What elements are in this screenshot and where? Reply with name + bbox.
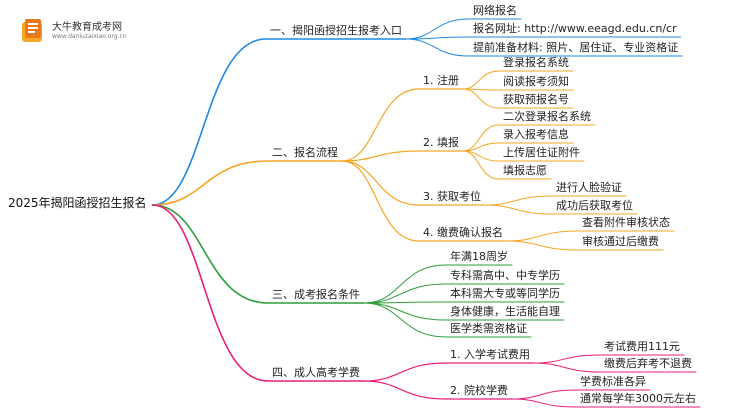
fill-choices: 填报志愿 (503, 164, 547, 177)
connector-line (462, 150, 500, 180)
connector-line (511, 398, 577, 408)
connector-line (462, 70, 500, 90)
tuition-typical: 通常每学年3000元左右 (580, 392, 696, 405)
fee-exam-amount: 考试费用111元 (604, 340, 680, 353)
connector-line (151, 38, 267, 206)
connector-line (363, 302, 447, 338)
connector-line (462, 124, 500, 152)
connector-line (511, 389, 577, 400)
connector-line (462, 88, 500, 109)
root-topic: 2025年揭阳函授招生报名 (8, 196, 147, 210)
register-login: 登录报名系统 (503, 56, 569, 69)
payment-check-status: 查看附件审核状态 (582, 216, 670, 229)
connector-line (484, 204, 553, 215)
logo-name: 大牛教育成考网 (52, 22, 122, 33)
fee-tuition: 2. 院校学费 (450, 384, 508, 397)
connector-line (405, 38, 470, 57)
connector-line (405, 18, 470, 40)
entry-url: 报名网址: http://www.eeagd.edu.cn/cr (473, 22, 677, 35)
tuition-varies: 学费标准各异 (580, 375, 646, 388)
branch-conditions: 三、成考报名条件 (272, 288, 360, 301)
seat-obtain: 成功后获取考位 (556, 199, 633, 212)
seat-face-verify: 进行人脸验证 (556, 181, 622, 194)
site-logo: 大牛教育成考网 www.daniuzaixiao.org.cn (14, 14, 134, 48)
entry-materials: 提前准备材料: 照片、居住证、专业资格证 (473, 41, 679, 54)
logo-url: www.daniuzaixiao.org.cn (52, 33, 127, 40)
branch-fees: 四、成人高考学费 (272, 366, 360, 379)
connector-line (363, 264, 447, 304)
connector-line (533, 362, 601, 373)
entry-online-signup: 网络报名 (473, 4, 517, 17)
connector-line (363, 362, 447, 382)
condition-medical: 医学类需资格证 (450, 322, 527, 335)
step-fill: 2. 填报 (423, 136, 459, 149)
condition-associate: 专科需高中、中专学历 (450, 269, 560, 282)
connector-line (363, 380, 447, 400)
condition-health: 身体健康，生活能自理 (450, 305, 560, 318)
connector-line (506, 240, 579, 251)
step-payment: 4. 缴费确认报名 (423, 226, 503, 239)
fee-exam: 1. 入学考试费用 (450, 348, 530, 361)
branch-process: 二、报名流程 (272, 146, 338, 159)
connector-line (484, 195, 553, 206)
connector-line (151, 204, 269, 382)
connector-line (341, 88, 420, 162)
connector-line (363, 301, 447, 304)
book-logo-icon (22, 19, 42, 42)
connector-line (533, 354, 601, 364)
fee-no-refund: 缴费后弃考不退费 (604, 357, 692, 370)
register-read-notice: 阅读报考须知 (503, 75, 569, 88)
register-get-number: 获取预报名号 (503, 93, 569, 106)
connector-line (151, 204, 269, 304)
connector-line (506, 230, 579, 242)
connector-line (151, 160, 269, 206)
fill-relogin: 二次登录报名系统 (503, 110, 591, 123)
payment-pay: 审核通过后缴费 (582, 235, 659, 248)
connector-line (341, 160, 420, 206)
step-seat: 3. 获取考位 (423, 190, 481, 203)
branch-entry: 一、揭阳函授招生报考入口 (270, 24, 402, 37)
step-register: 1. 注册 (423, 74, 459, 87)
condition-age: 年满18周岁 (450, 250, 508, 263)
fill-enter-info: 录入报考信息 (503, 128, 569, 141)
connector-line (341, 150, 420, 162)
connector-line (341, 160, 420, 242)
connector-line (363, 283, 447, 304)
condition-bachelor: 本科需大专或等同学历 (450, 287, 560, 300)
fill-upload: 上传居住证附件 (503, 146, 580, 159)
connector-line (363, 302, 447, 321)
